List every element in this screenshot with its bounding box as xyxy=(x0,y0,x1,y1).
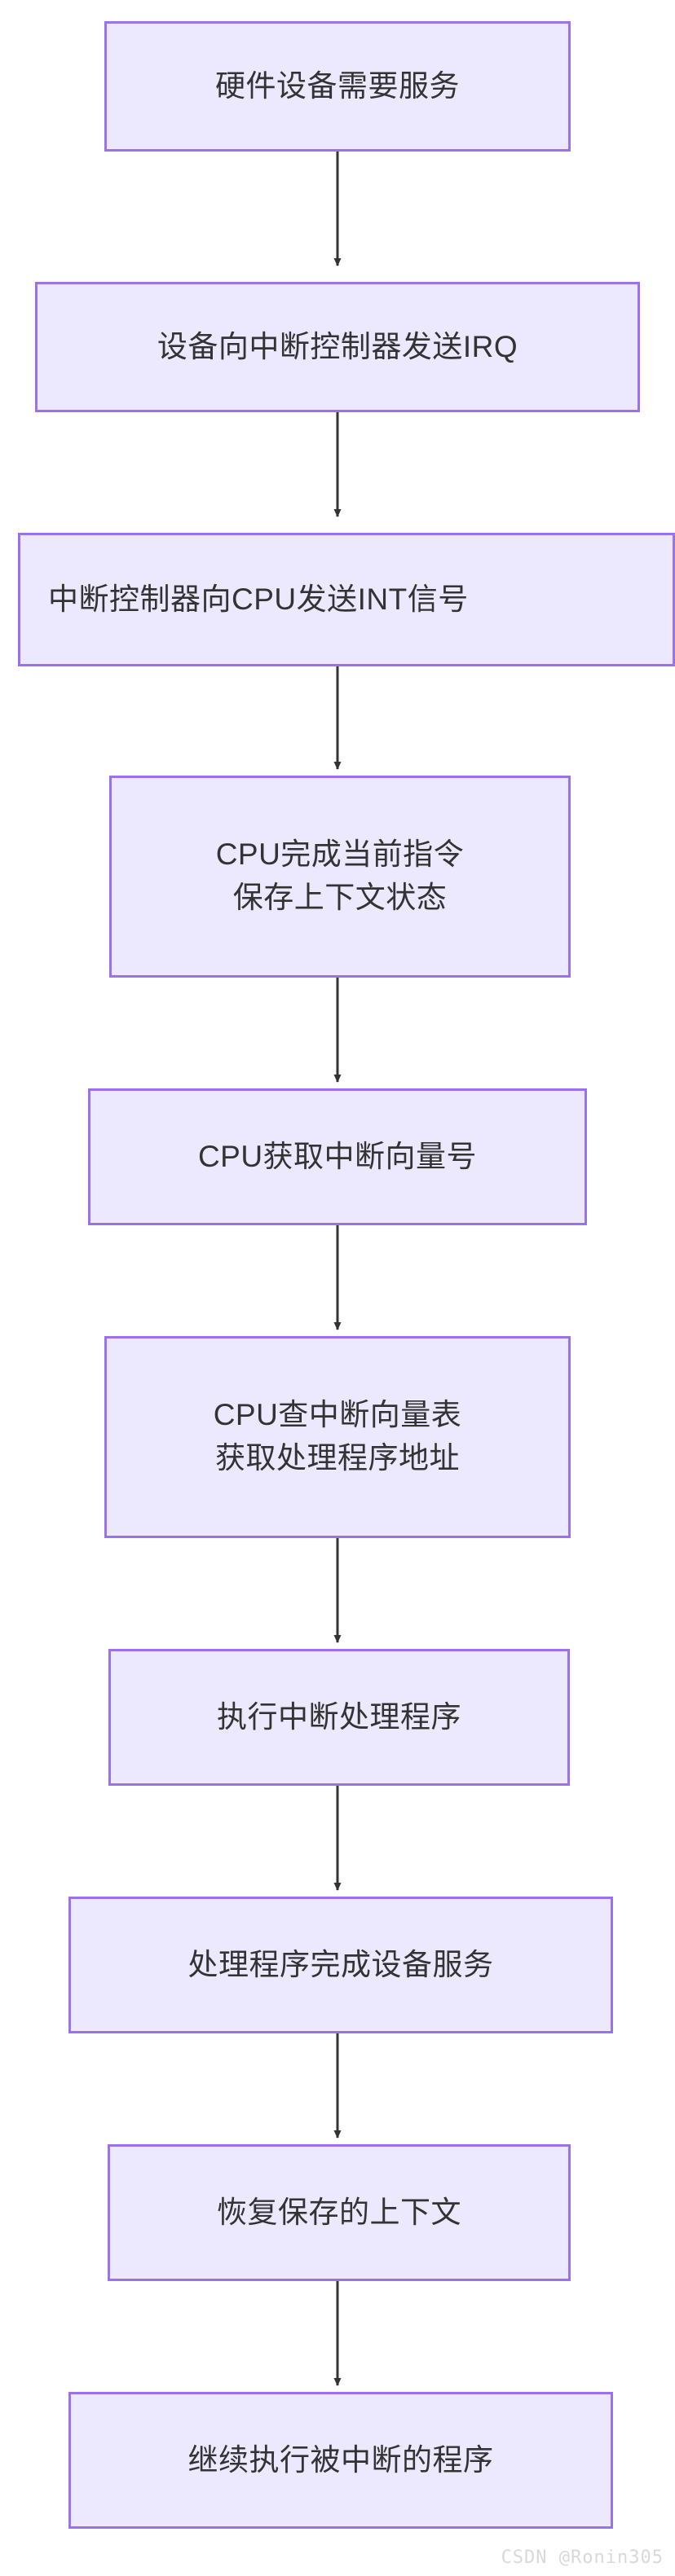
flow-node-label: CPU获取中断向量号 xyxy=(197,1139,478,1173)
flow-node-resume-interrupted-program[interactable]: 继续执行被中断的程序 xyxy=(68,2392,613,2529)
flow-node-label: 处理程序完成设备服务 xyxy=(188,1947,494,1981)
flow-node-execute-isr[interactable]: 执行中断处理程序 xyxy=(108,1649,570,1786)
flow-node-label-line: 获取处理程序地址 xyxy=(215,1441,460,1475)
flow-node-label: 硬件设备需要服务 xyxy=(215,68,460,103)
flow-node-label: 恢复保存的上下文 xyxy=(217,2195,461,2229)
flow-node-cpu-lookup-vector-table[interactable]: CPU查中断向量表获取处理程序地址 xyxy=(104,1336,571,1538)
flow-node-cpu-finish-instruction-save-context[interactable]: CPU完成当前指令保存上下文状态 xyxy=(109,776,571,978)
flow-node-label-line: CPU查中断向量表 xyxy=(213,1398,462,1432)
flow-node-label: 执行中断处理程序 xyxy=(217,1699,461,1734)
flow-node-hardware-needs-service[interactable]: 硬件设备需要服务 xyxy=(104,21,571,152)
flow-node-label: 中断控制器向CPU发送INT信号 xyxy=(48,582,469,616)
flow-node-controller-sends-int[interactable]: 中断控制器向CPU发送INT信号 xyxy=(18,533,675,666)
flow-node-label: CPU完成当前指令保存上下文状态 xyxy=(216,833,465,919)
flow-node-label: CPU查中断向量表获取处理程序地址 xyxy=(214,1394,462,1479)
flow-node-cpu-get-vector-number[interactable]: CPU获取中断向量号 xyxy=(88,1088,587,1225)
flow-node-restore-context[interactable]: 恢复保存的上下文 xyxy=(108,2144,571,2281)
flow-node-label-line: CPU完成当前指令 xyxy=(215,837,465,872)
flow-node-label-line: 保存上下文状态 xyxy=(232,881,448,914)
flow-node-isr-completes-service[interactable]: 处理程序完成设备服务 xyxy=(68,1897,613,2033)
flow-node-device-sends-irq[interactable]: 设备向中断控制器发送IRQ xyxy=(35,282,640,412)
flow-node-label: 继续执行被中断的程序 xyxy=(188,2442,494,2477)
watermark: CSDN @Ronin305 xyxy=(501,2547,664,2568)
flow-node-label: 设备向中断控制器发送IRQ xyxy=(157,329,518,363)
